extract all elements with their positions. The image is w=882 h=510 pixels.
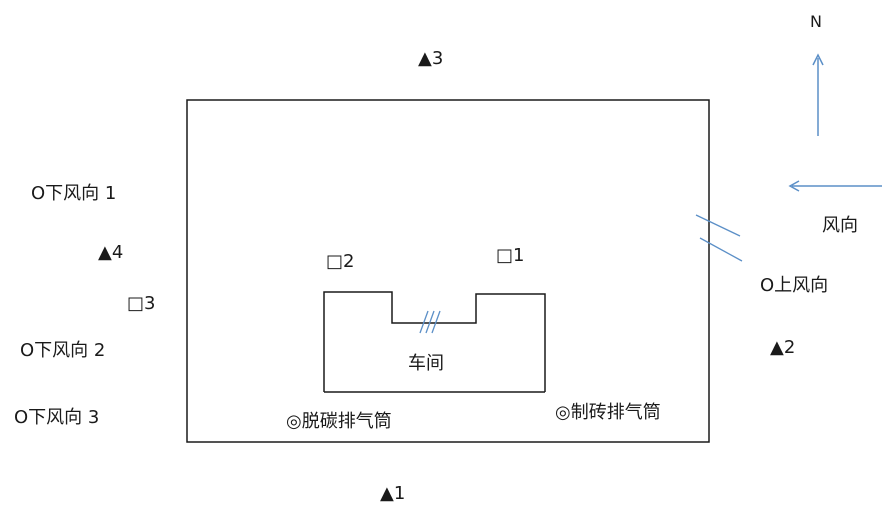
downwind-point-2: O下风向 2: [20, 340, 106, 361]
workshop-label: 车间: [408, 353, 444, 374]
north-arrow-head: [812, 53, 824, 66]
wind-arrow-head: [788, 180, 800, 192]
workshop-break-mark-2: [425, 310, 435, 334]
decarb-stack-label: ◎脱碳排气筒: [286, 411, 392, 432]
wind-direction-label: 风向: [822, 215, 858, 236]
monitor-point-4: ▲4: [98, 242, 124, 263]
site-boundary: [186, 99, 710, 443]
monitor-point-3: ▲3: [418, 48, 444, 69]
downwind-point-3: O下风向 3: [14, 407, 100, 428]
workshop-break-mark-1: [419, 310, 429, 334]
workshop-outline: [323, 291, 546, 392]
monitor-point-1: ▲1: [380, 483, 406, 504]
boundary-break-mark-1: [695, 214, 741, 237]
downwind-point-1: O下风向 1: [31, 183, 117, 204]
noise-point-2: □2: [326, 251, 355, 272]
brick-stack-label: ◎制砖排气筒: [555, 402, 661, 423]
monitor-point-2: ▲2: [770, 337, 796, 358]
boundary-break-mark-2: [699, 237, 743, 262]
north-label: N: [810, 12, 822, 31]
workshop-break-mark-3: [431, 310, 441, 334]
upwind-point: O上风向: [760, 275, 829, 296]
noise-point-1: □1: [496, 245, 525, 266]
noise-point-3: □3: [127, 293, 156, 314]
